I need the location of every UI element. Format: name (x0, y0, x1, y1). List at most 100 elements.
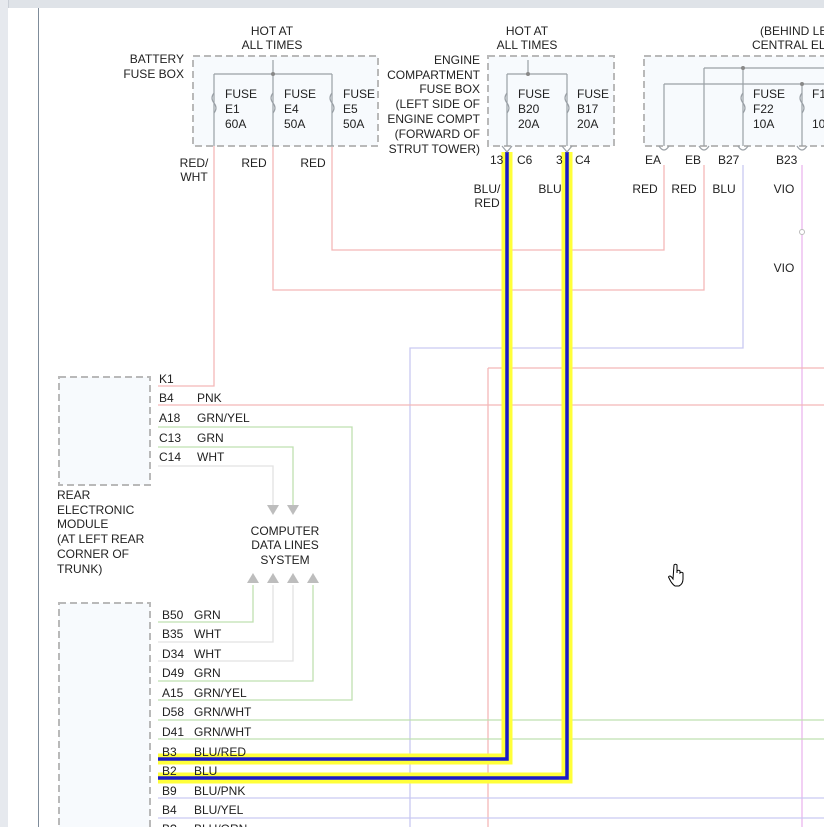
wire-color-labels: RED/ WHT RED RED BLU/ RED BLU RED RED BL… (180, 156, 795, 275)
arrow-down-icon (287, 505, 299, 515)
module-pin: C13 (159, 431, 181, 445)
label-hot-at-all-times-2: ALL TIMES (497, 38, 558, 52)
fuse-symbol (740, 92, 746, 114)
label-engine-fuse-box: ENGINE COMPT (387, 112, 480, 126)
module-pin-color: GRN/WHT (194, 725, 252, 739)
diagram-viewport[interactable]: HOT AT ALL TIMES BATTERY FUSE BOX HOT AT… (8, 8, 824, 827)
connector-terminal-icon (737, 145, 749, 151)
bus-junction (526, 72, 530, 76)
rear-electronic-module-box[interactable] (58, 376, 151, 486)
fuse-id: B20 (518, 102, 540, 116)
wire-red-wht-k1 (158, 146, 215, 387)
connector-terminal-icon (561, 145, 573, 153)
module-pin: K1 (159, 372, 174, 386)
central-fuse-box-outline (643, 55, 824, 147)
arrow-up-icon (307, 573, 319, 583)
module-pin-color: BLU/ORN (194, 822, 247, 827)
module-pin-color: WHT (194, 627, 222, 641)
hand-cursor-icon (668, 563, 684, 587)
fuse-label: FUSE (753, 87, 785, 101)
battery-fuse-box[interactable] (192, 55, 379, 147)
wire-color-label: RED (300, 156, 326, 170)
pin-number: 3 (556, 153, 563, 167)
central-fuse-box[interactable] (643, 55, 824, 147)
wire-color-label: RED (632, 182, 658, 196)
fuse-id: F22 (753, 102, 774, 116)
engine-fuse-box[interactable] (487, 55, 615, 147)
label-engine-fuse-box: STRUT TOWER) (389, 142, 480, 156)
pin-number: 13 (490, 153, 504, 167)
module-pin: B? (162, 822, 177, 827)
wire-grn-b50 (158, 585, 254, 623)
wire-color-label: BLU (712, 182, 735, 196)
label-engine-fuse-box: ENGINE (434, 53, 480, 67)
label-battery-fuse-box: FUSE BOX (123, 67, 184, 81)
label-engine-fuse-box: FUSE BOX (419, 82, 480, 96)
module-pin-color: GRN (197, 431, 224, 445)
fuse-id: E5 (343, 102, 358, 116)
wire-red-e4 (272, 146, 705, 291)
label-engine-fuse-box: (FORWARD OF (395, 127, 480, 141)
fuse-symbol (799, 92, 805, 114)
connector-id: B23 (776, 153, 798, 167)
module-pin: A15 (162, 686, 184, 700)
computer-data-lines-label[interactable]: COMPUTER DATA LINES SYSTEM (251, 524, 320, 567)
connector-id: B27 (718, 153, 740, 167)
fuse-amps: 60A (225, 117, 246, 131)
wire-color-label: RED (474, 196, 500, 210)
wire-color-label: VIO (774, 182, 795, 196)
wire-grn-yel-a18 (158, 426, 353, 701)
label-battery-fuse-box: BATTERY (130, 52, 184, 66)
circuit-blu (158, 152, 569, 780)
connector-terminals (501, 145, 808, 153)
fuse-symbol (329, 92, 335, 114)
fuse-amps: 50A (343, 117, 364, 131)
wire-color-label: RED/ (180, 156, 209, 170)
fuse-amps: 10A (753, 117, 774, 131)
rear-module-pins: K1 B4 PNK A18 GRN/YEL C13 GRN C14 WHT (159, 372, 250, 464)
wire-pnk-vertical (487, 367, 824, 827)
arrow-up-icon (267, 573, 279, 583)
fuse-symbol (504, 92, 510, 114)
connector-id: C6 (517, 153, 533, 167)
module-pin-color: GRN (194, 608, 221, 622)
module-pin: B9 (162, 784, 177, 798)
module-pin: B35 (162, 627, 184, 641)
circuit-blu-red (158, 152, 509, 761)
data-lines-label-line: SYSTEM (260, 553, 309, 567)
engine-fuse-bus (506, 60, 568, 146)
arrow-up-icon (287, 573, 299, 583)
wire-color-label: RED (241, 156, 267, 170)
connector-id: C4 (575, 153, 591, 167)
wire-blu-b27 (409, 165, 744, 827)
connector-terminal-icon (796, 145, 808, 151)
module-pin-color: GRN (194, 666, 221, 680)
module-pin-color: PNK (197, 391, 222, 405)
fuse-symbol (270, 92, 276, 114)
data-line-arrows (247, 505, 319, 583)
module-name-line: CORNER OF (57, 547, 129, 561)
fuse-symbol (564, 92, 570, 114)
module-pin-color: GRN/WHT (194, 705, 252, 719)
bus-junction (800, 82, 804, 86)
fuse-symbol (211, 92, 217, 114)
wire-grn-d49 (158, 585, 314, 682)
module-pin: A18 (159, 411, 181, 425)
highlighted-circuits (158, 152, 573, 784)
lower-module-box[interactable] (58, 602, 151, 827)
arrow-up-icon (247, 573, 259, 583)
pin-labels: 13 C6 3 C4 EA EB B27 B23 (490, 153, 798, 167)
module-pin-color: WHT (194, 647, 222, 661)
wire-color-label: WHT (180, 170, 208, 184)
wire-color-label: BLU (538, 182, 561, 196)
wire-red-e5 (331, 146, 665, 251)
module-pin-color: GRN/YEL (194, 686, 247, 700)
connector-id: EA (645, 153, 661, 167)
vio-splice-point (799, 229, 805, 235)
module-name-line: ELECTRONIC (57, 503, 135, 517)
fuse-id: E4 (284, 102, 299, 116)
module-pin: D41 (162, 725, 184, 739)
module-pin-color: BLU/PNK (194, 784, 245, 798)
fuse-label: FUSE (284, 87, 316, 101)
